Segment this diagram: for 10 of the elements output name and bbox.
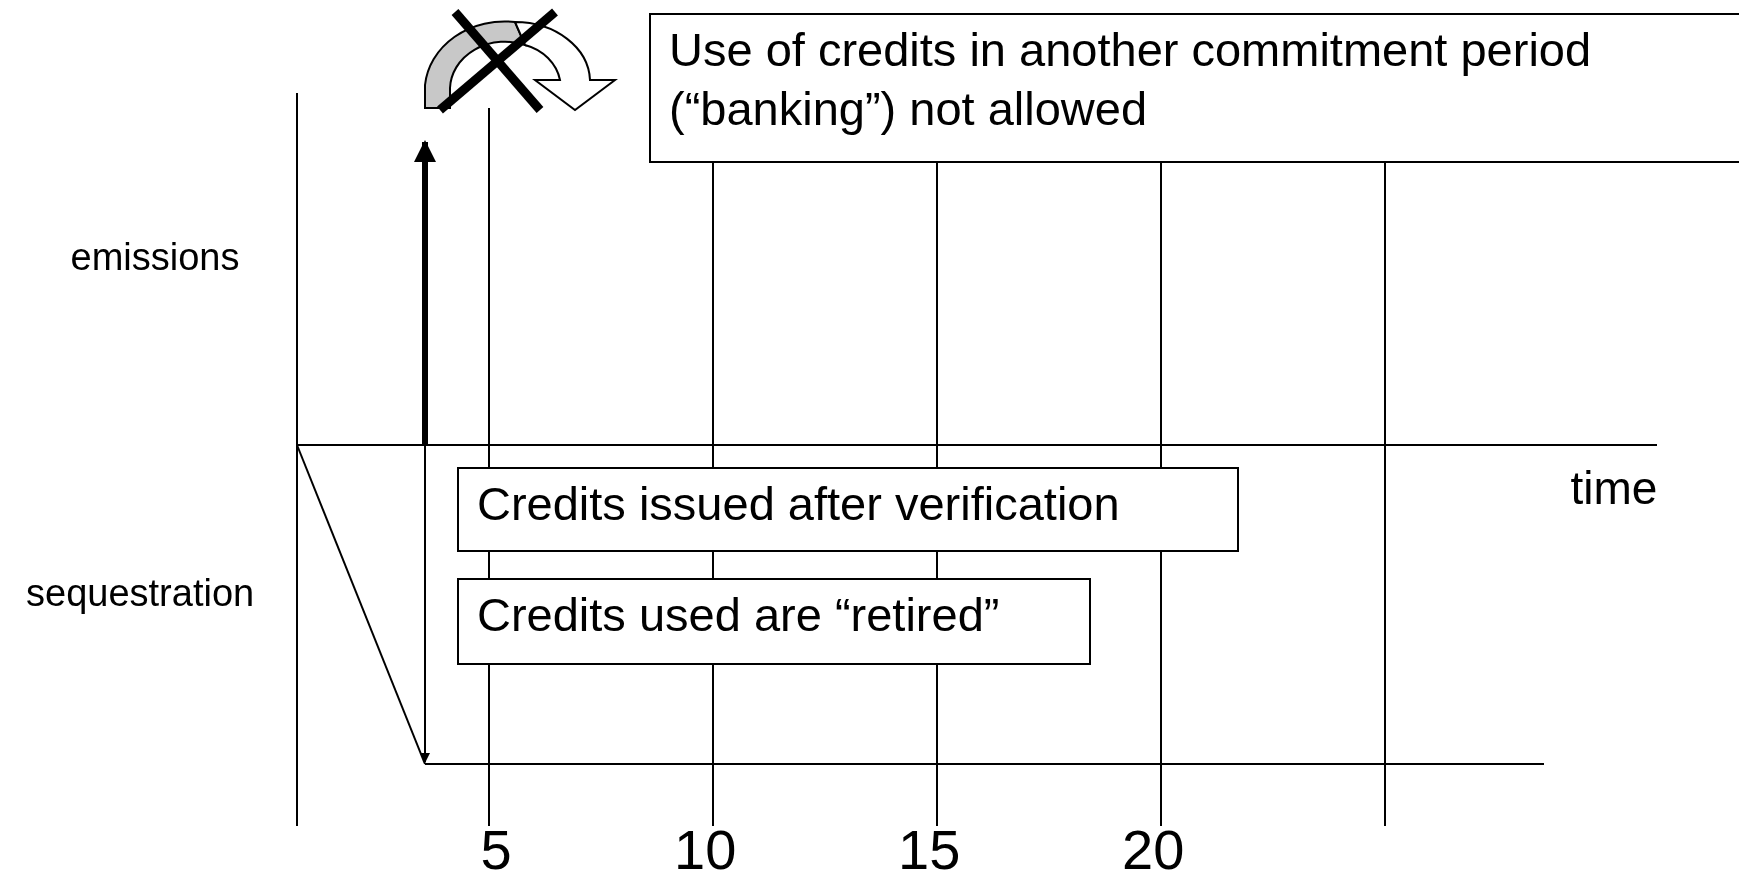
tick-label: 20	[1122, 822, 1185, 875]
tick-label: 5	[480, 822, 512, 875]
tick-label: 10	[674, 822, 737, 875]
axis-label: emissions	[70, 238, 240, 276]
text-box: Use of credits in another commitment period (“banking”) not allowed	[649, 13, 1739, 163]
axis-label: sequestration	[26, 574, 255, 612]
tick-label: 15	[898, 822, 961, 875]
axis-label: time	[1570, 465, 1658, 511]
text-box: Credits used are “retired”	[457, 578, 1091, 665]
text-box: Credits issued after verification	[457, 467, 1239, 552]
